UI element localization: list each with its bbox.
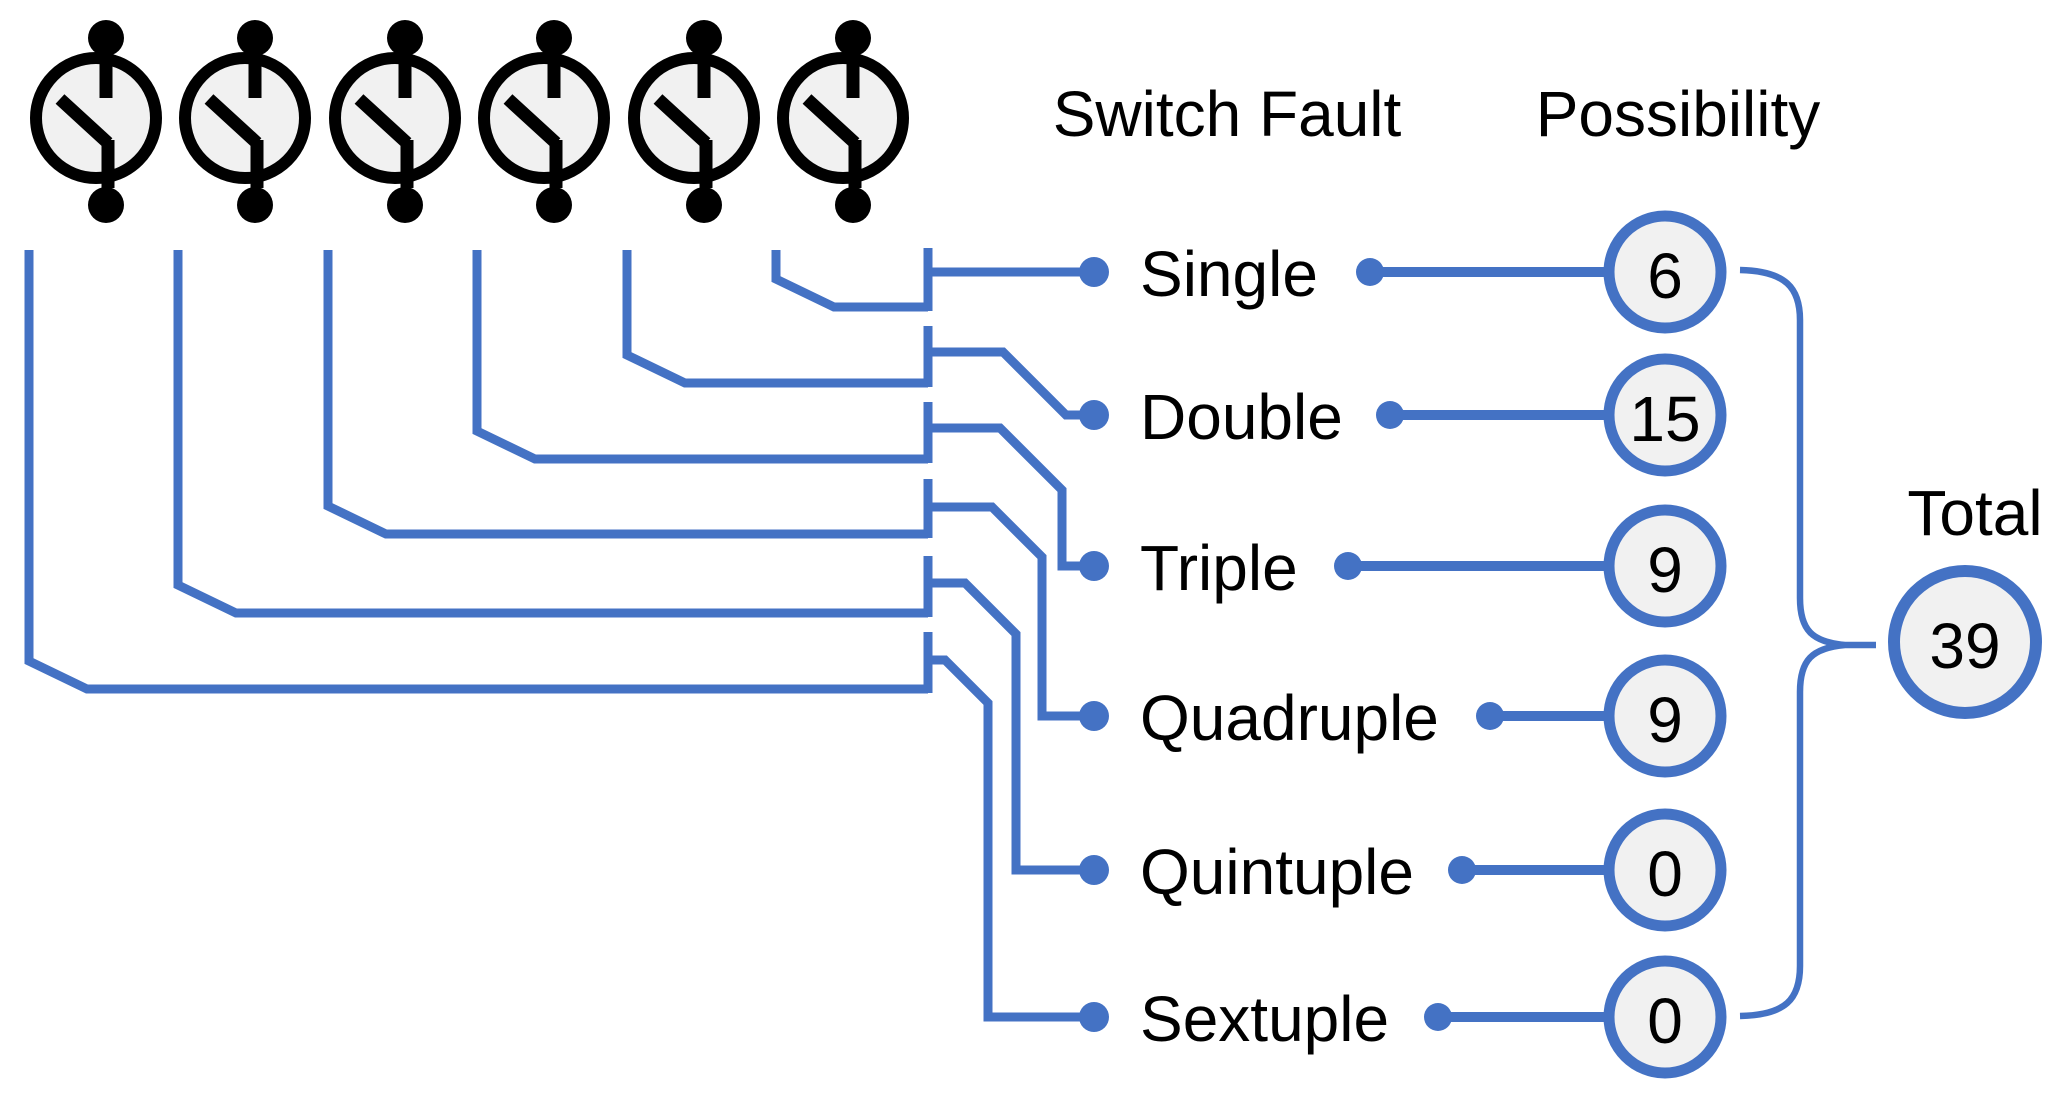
total-value: 39 [1929,610,2000,682]
dot-after-single [1356,258,1384,286]
switch-icons-row [36,20,903,223]
dot-after-double [1376,401,1404,429]
branch-quadruple [928,502,1080,721]
dot-after-quintuple [1448,856,1476,884]
wire-switch2-quintuple [173,250,928,618]
wire-switch5-double [622,250,928,388]
dot-before-quintuple [1079,855,1109,885]
open-switch-icon [335,20,455,223]
connector-dots [1079,257,1504,1032]
label-double: Double [1140,381,1343,453]
dot-after-sextuple [1424,1003,1452,1031]
dot-after-triple [1334,552,1362,580]
possibility-value-quintuple: 0 [1647,838,1683,910]
dot-after-quadruple [1476,702,1504,730]
possibility-circle-triple [1603,504,1727,628]
total-group: Total 39 [1888,477,2043,719]
label-triple: Triple [1140,532,1298,604]
branch-triple [928,423,1080,571]
wire-switch3-quadruple [323,250,928,539]
open-switch-icon [185,20,305,223]
possibility-circle-sextuple [1603,955,1727,1079]
branch-sextuple [928,655,1080,1022]
possibility-circle-quadruple [1603,654,1727,778]
possibility-circle-quintuple [1603,808,1727,932]
possibility-nodes: 6 15 9 9 0 0 [1603,210,1727,1079]
row-lines [1348,267,1604,1022]
label-single: Single [1140,238,1318,310]
wire-switch1-sextuple [24,250,928,694]
branch-double [928,347,1080,420]
possibility-value-quadruple: 9 [1647,684,1683,756]
wire-switch4-triple [472,250,928,464]
label-sextuple: Sextuple [1140,983,1389,1055]
header-possibility: Possibility [1536,78,1821,150]
header-switch-fault: Switch Fault [1053,78,1402,150]
fault-row-labels: Single Double Triple Quadruple Quintuple… [1140,238,1439,1055]
label-quadruple: Quadruple [1140,682,1439,754]
branch-wires [928,267,1080,1022]
possibility-value-sextuple: 0 [1647,985,1683,1057]
dot-before-single [1079,257,1109,287]
possibility-value-triple: 9 [1647,534,1683,606]
possibility-value-double: 15 [1629,383,1700,455]
dot-before-quadruple [1079,701,1109,731]
branch-quintuple [928,578,1080,875]
possibility-circle-double [1603,353,1727,477]
possibility-circle-single [1603,210,1727,334]
open-switch-icon [484,20,604,223]
open-switch-icon [36,20,156,223]
dot-before-sextuple [1079,1002,1109,1032]
total-brace [1739,266,1876,1020]
open-switch-icon [783,20,903,223]
label-quintuple: Quintuple [1140,836,1414,908]
total-label: Total [1907,477,2042,549]
open-switch-icon [634,20,754,223]
wire-switch6-single [771,250,928,312]
dot-before-double [1079,400,1109,430]
dot-before-triple [1079,551,1109,581]
possibility-value-single: 6 [1647,240,1683,312]
total-circle [1888,565,2042,719]
switch-drop-wires [24,250,928,694]
